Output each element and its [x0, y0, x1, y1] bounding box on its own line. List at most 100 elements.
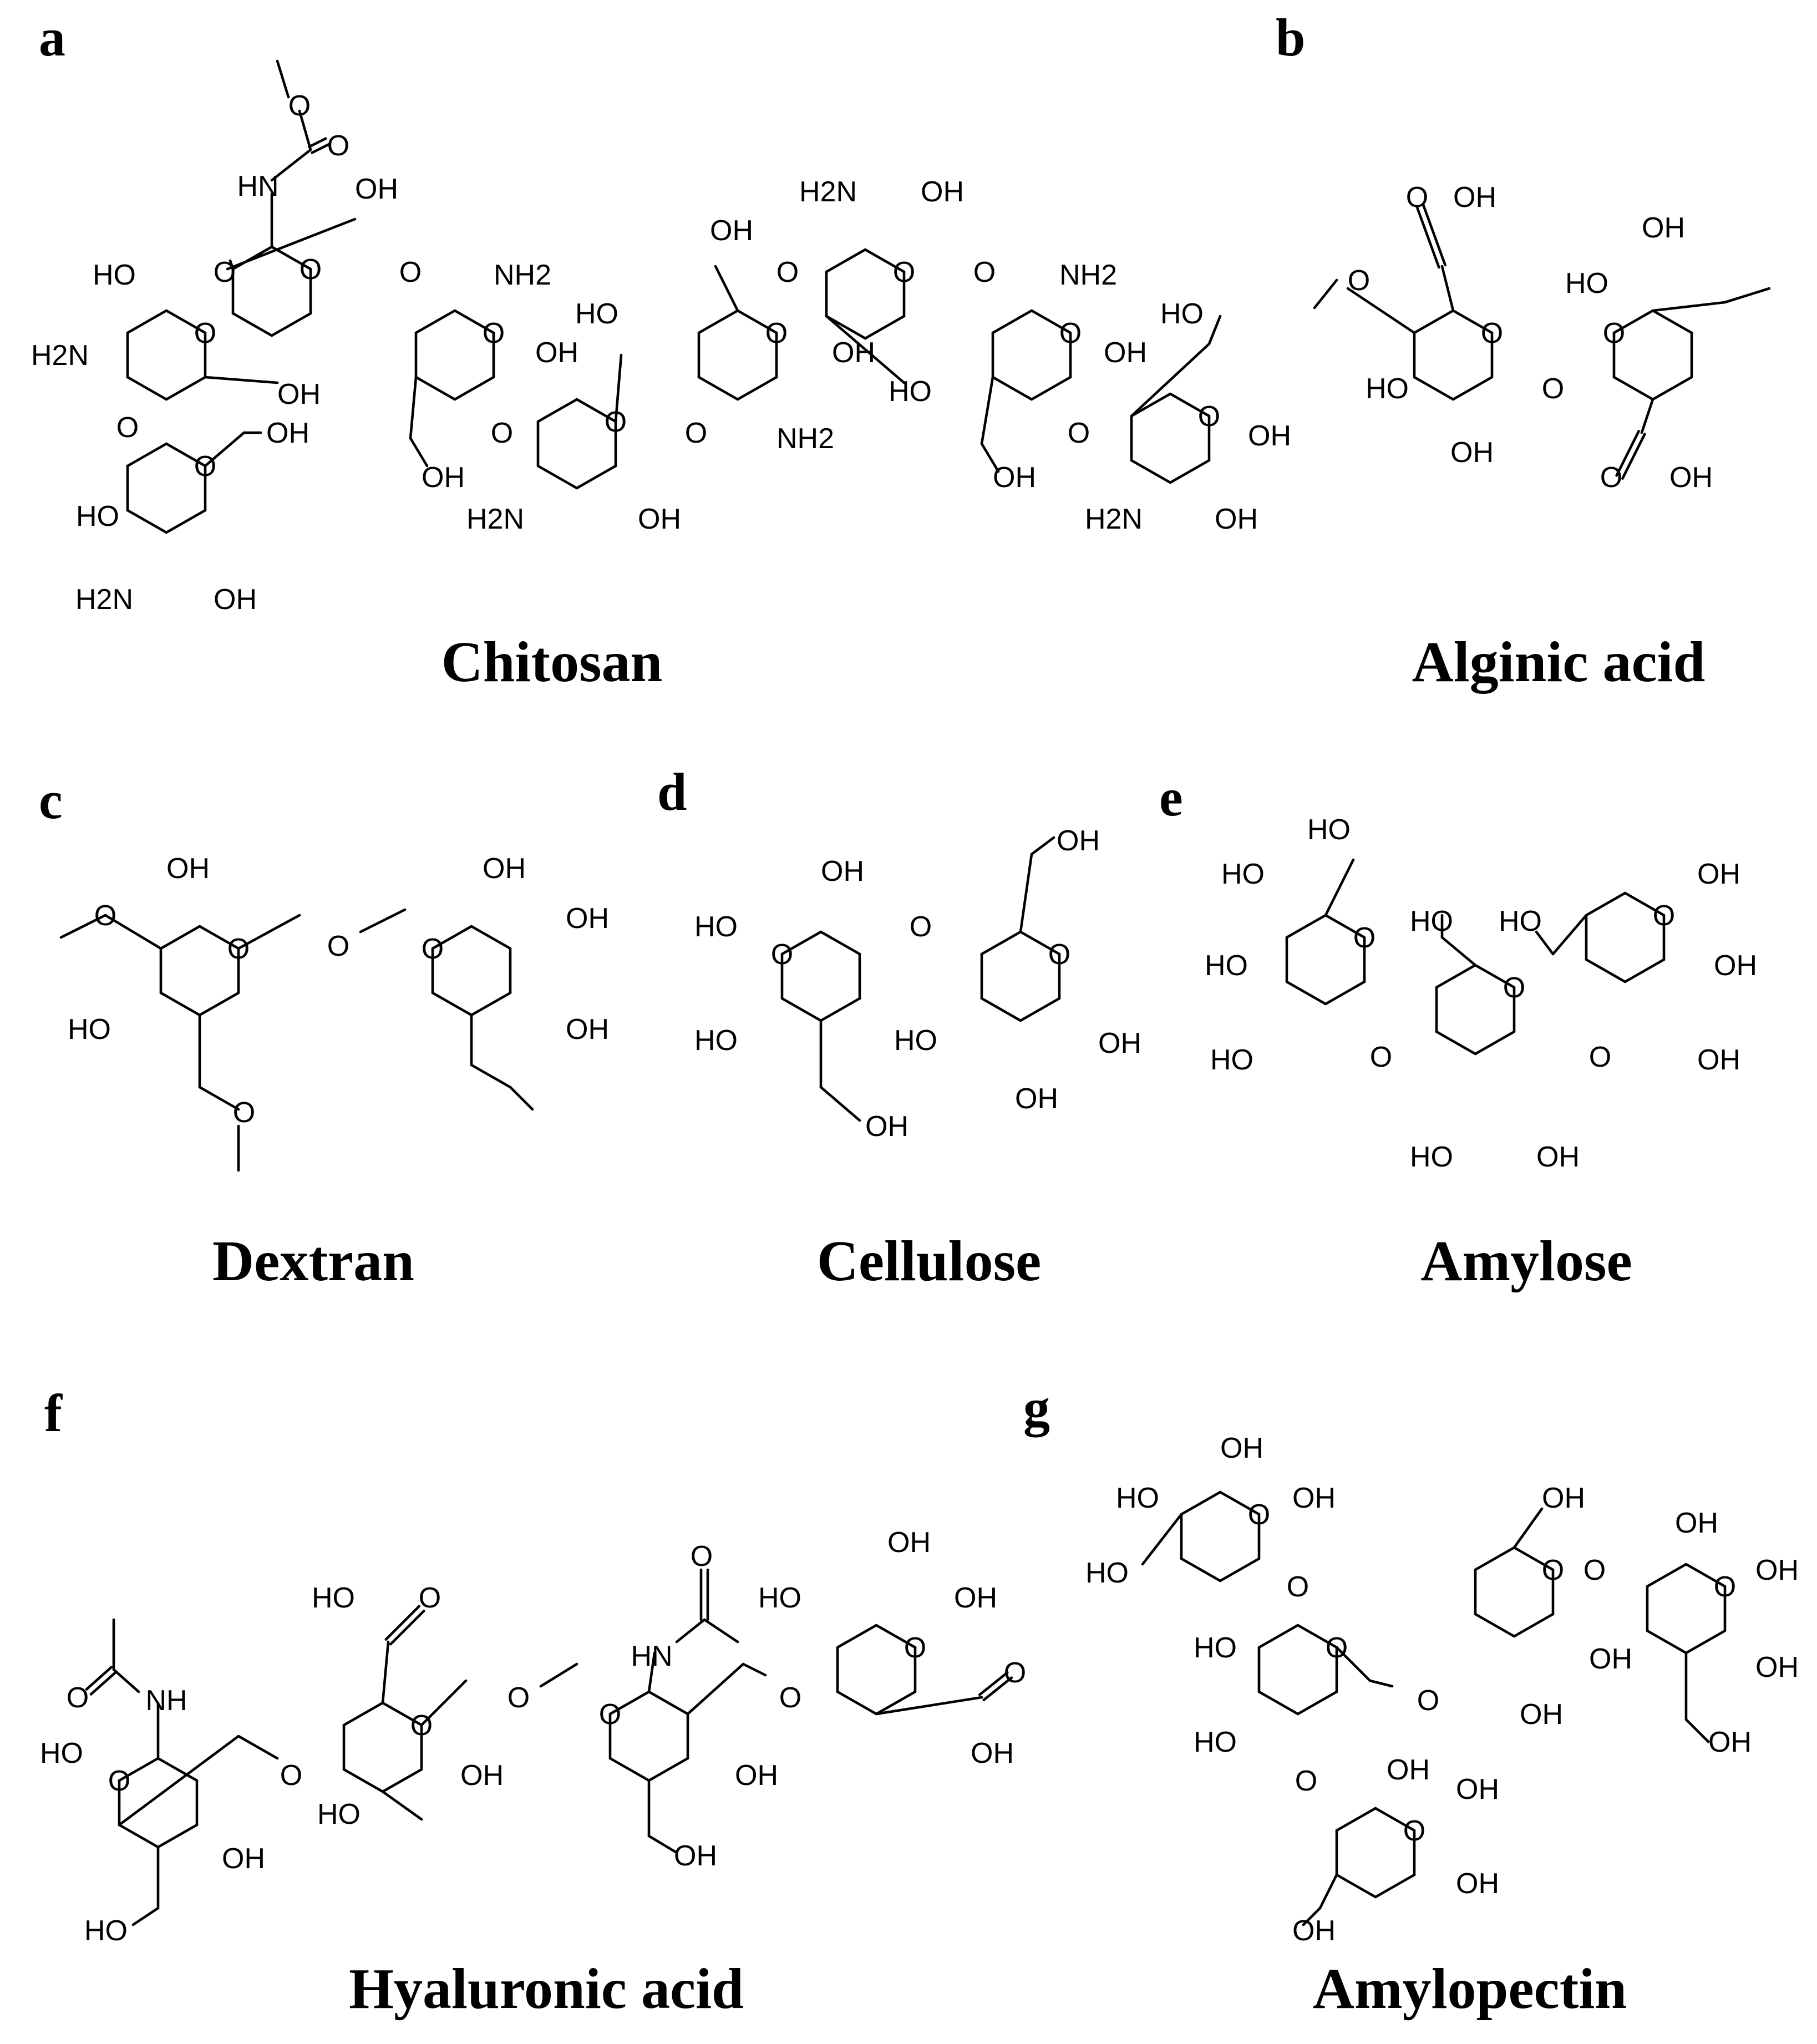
oxygen-atom-label: O	[419, 1582, 441, 1614]
amylose-ring-bond	[1474, 963, 1516, 989]
hydroxyl-right-label: OH	[1098, 1027, 1141, 1059]
amylopectin-ring-bond	[1335, 1873, 1377, 1899]
hydroxyl-left-label: HO	[312, 1582, 355, 1614]
hydroxyl-left-label: HO	[1307, 814, 1351, 846]
amylose-ring-bond	[1623, 891, 1666, 917]
hydroxyl-right-label: OH	[535, 337, 578, 369]
bond	[1207, 315, 1222, 346]
compound-name-cellulose: Cellulose	[817, 1229, 1041, 1293]
hydroxyl-right-label: OH	[993, 461, 1036, 494]
oxygen-atom-label: O	[288, 90, 311, 122]
chitosan-ring-bond	[453, 309, 495, 334]
panel-letter-a: a	[39, 8, 65, 67]
hydroxyl-right-label: OH	[1589, 1643, 1632, 1675]
hydroxyl-right-label: OH	[1755, 1554, 1799, 1586]
hydroxyl-right-label: OH	[1292, 1915, 1336, 1947]
hydroxyl-right-label: OH	[1450, 437, 1494, 469]
double-bond	[1415, 205, 1440, 269]
oxygen-atom-label: O	[893, 256, 915, 288]
amine-right-label: NH2	[776, 423, 834, 455]
double-bond	[1422, 202, 1447, 267]
hydroxyl-right-label: OH	[1387, 1754, 1430, 1786]
chitosan-ring-bond	[126, 309, 168, 334]
hyaluronic-ring-bond	[875, 1690, 917, 1716]
hydroxyl-right-label: OH	[1520, 1698, 1563, 1731]
hydroxyl-right-label: OH	[266, 417, 309, 449]
oxygen-atom-label: O	[194, 450, 216, 483]
chitosan-ring-bond	[1169, 459, 1211, 484]
bond	[59, 914, 107, 939]
bond	[539, 1662, 578, 1688]
dextran-ring-bond	[431, 991, 473, 1017]
oxygen-atom-label: O	[1603, 317, 1625, 349]
double-bond	[311, 143, 330, 154]
double-bond	[308, 137, 327, 148]
cellulose-ring-bond	[819, 930, 861, 956]
oxygen-atom-label: O	[1406, 181, 1428, 214]
oxygen-atom-label: O	[1353, 922, 1376, 954]
hydroxyl-left-label: HO	[694, 911, 738, 943]
amylopectin-ring-bond	[1257, 1690, 1300, 1716]
bond	[819, 1086, 861, 1122]
amylopectin-ring-bond	[1474, 1546, 1516, 1571]
amylopectin-ring-bond	[1684, 1563, 1727, 1588]
dextran-ring-bond	[198, 991, 240, 1017]
amylopectin-ring-bond	[1219, 1490, 1261, 1516]
alginic-ring-bond	[1413, 309, 1455, 334]
bond	[204, 431, 246, 468]
chitosan-ring-bond	[697, 376, 739, 401]
compound-name-dextran: Dextran	[212, 1229, 414, 1293]
amide-nh-label: NH	[145, 1685, 187, 1717]
oxygen-atom-label: O	[327, 930, 349, 962]
amylopectin-ring-bond	[1513, 1612, 1555, 1638]
chitosan-ring-bond	[536, 464, 578, 490]
oxygen-atom-label: O	[300, 253, 322, 286]
bond	[381, 1640, 390, 1705]
hydroxyl-right-label: OH	[1697, 1044, 1740, 1076]
oxygen-atom-label: O	[1542, 1554, 1564, 1586]
hydroxyl-right-label: OH	[222, 1843, 265, 1875]
chitosan-ring-bond	[864, 315, 906, 340]
amine-right-label: NH2	[494, 259, 551, 291]
chitosan-ring-bond	[697, 309, 739, 334]
amide-hn-label: HN	[237, 170, 278, 202]
hydroxyl-right-label: OH	[1642, 212, 1685, 244]
amine-left-label: H2N	[799, 176, 857, 208]
hydroxyl-left-label: HO	[575, 298, 618, 330]
hydroxyl-left-label: HO	[1210, 1044, 1253, 1076]
amylopectin-ring-bond	[1296, 1690, 1338, 1716]
chitosan-ring-bond	[270, 312, 312, 337]
bond	[131, 1906, 160, 1926]
bond	[270, 148, 312, 182]
bond	[686, 1662, 745, 1716]
oxygen-atom-label: O	[1542, 373, 1564, 405]
oxygen-atom-label: O	[1583, 1554, 1606, 1586]
bond	[1318, 1873, 1338, 1910]
hydroxyl-right-label: OH	[1697, 858, 1740, 890]
oxygen-atom-label: O	[327, 130, 349, 162]
oxygen-atom-label: O	[483, 317, 505, 349]
hyaluronic-ring-bond	[647, 1757, 689, 1782]
hydroxyl-right-label: OH	[710, 215, 753, 247]
hydroxyl-left-label: HO	[1221, 858, 1265, 890]
hydroxyl-right-label: OH	[1220, 1432, 1263, 1464]
hyaluronic-ring-bond	[342, 1701, 384, 1727]
hydroxyl-right-label: OH	[355, 173, 398, 205]
bond	[1651, 301, 1727, 312]
amylopectin-ring-bond	[1374, 1807, 1416, 1832]
bond	[1535, 930, 1555, 956]
amylopectin-ring-bond	[1335, 1807, 1377, 1832]
alginic-ring-bond	[1612, 376, 1654, 401]
dextran-ring-bond	[159, 991, 201, 1017]
hydroxyl-left-label: HO	[1194, 1632, 1237, 1664]
bond	[112, 1668, 140, 1693]
chitosan-ring-bond	[736, 309, 778, 334]
hydroxyl-left-label: HO	[1565, 267, 1608, 300]
hydroxyl-left-label: HO	[758, 1582, 801, 1614]
bond	[825, 315, 906, 384]
bond	[1030, 836, 1055, 856]
oxygen-atom-label: O	[765, 317, 788, 349]
amylose-ring-bond	[1285, 914, 1327, 939]
hyaluronic-ring-bond	[342, 1768, 384, 1793]
